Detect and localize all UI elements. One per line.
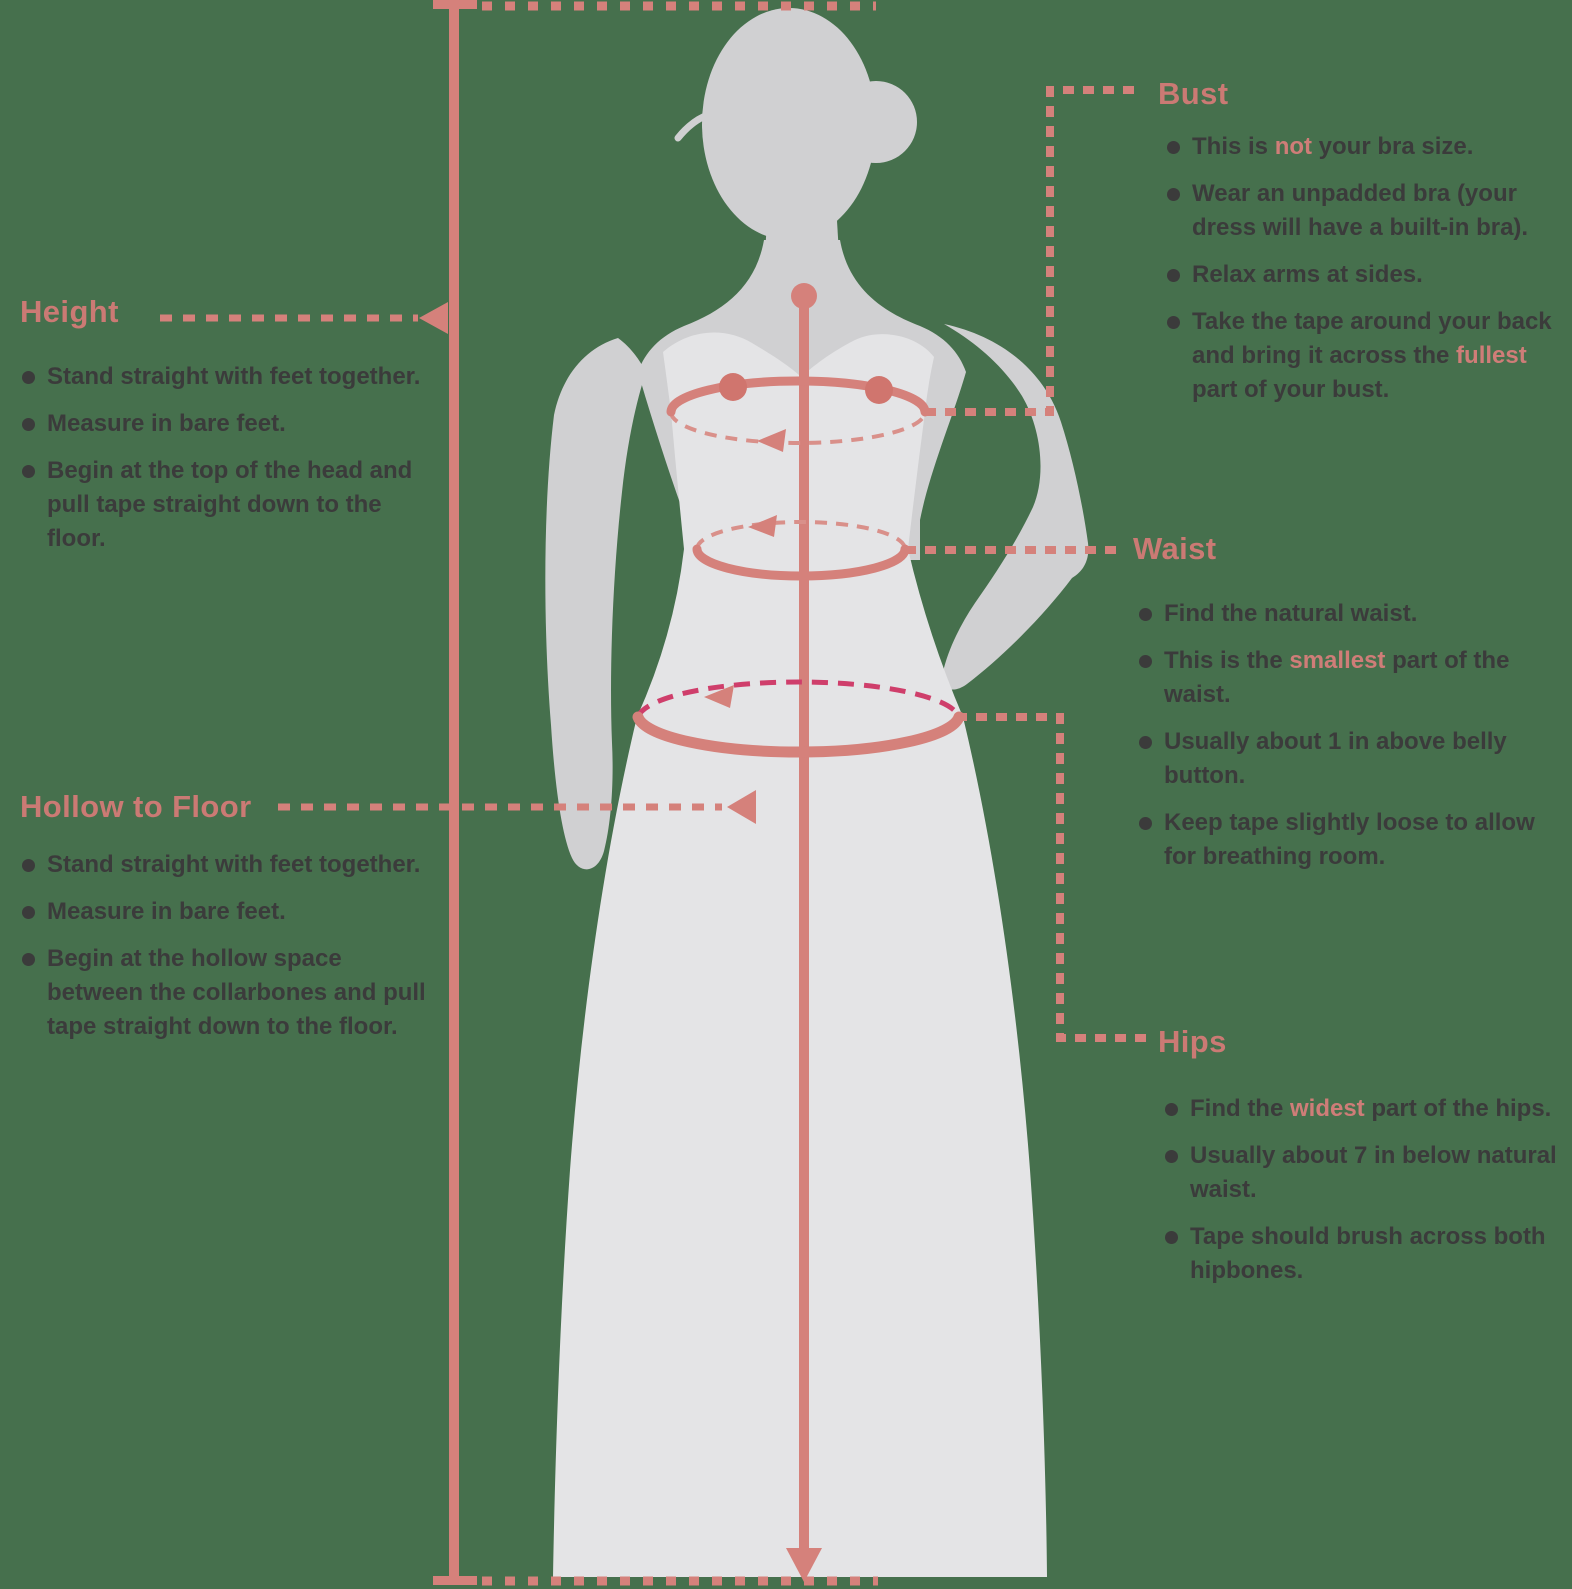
bust-band-dot-left	[719, 373, 747, 401]
bullet-dot	[1167, 316, 1180, 329]
figure-hair-bun	[835, 81, 917, 163]
instruction-text: Relax arms at sides.	[1192, 261, 1423, 288]
instruction-item: Measure in bare feet.	[22, 407, 452, 441]
waist-section-title: Waist	[1133, 531, 1217, 566]
bullet-dot	[22, 859, 35, 872]
instruction-text: Measure in bare feet.	[47, 898, 286, 925]
instruction-text: This is not your bra size.	[1192, 133, 1474, 160]
waist-instructions: Find the natural waist. This is the small…	[1139, 597, 1559, 887]
hips-leader-line	[956, 713, 1148, 1042]
instruction-text: Begin at the top of the head and pull ta…	[47, 457, 413, 552]
bullet-dot	[1165, 1231, 1178, 1244]
bullet-dot	[1167, 188, 1180, 201]
instruction-item: Wear an unpadded bra (your dress will ha…	[1167, 177, 1567, 245]
height-leader-arrowhead	[419, 302, 448, 334]
height-section-title: Height	[20, 294, 119, 329]
instruction-item: Keep tape slightly loose to allow for br…	[1139, 806, 1559, 874]
instruction-item: Begin at the hollow space between the co…	[22, 942, 462, 1044]
bullet-dot	[22, 418, 35, 431]
bust-band-arrowhead	[757, 429, 786, 452]
waist-band-arrowhead	[748, 515, 777, 537]
bust-instructions: This is not your bra size. Wear an unpadd…	[1167, 130, 1567, 420]
waist-band	[692, 515, 910, 581]
instruction-item: Tape should brush across both hipbones.	[1165, 1220, 1565, 1288]
bust-band	[666, 373, 930, 452]
instruction-text: Stand straight with feet together.	[47, 851, 421, 878]
instruction-text: Tape should brush across both hipbones.	[1190, 1223, 1546, 1284]
center-line-arrowhead	[786, 1548, 822, 1582]
instruction-item: Usually about 1 in above belly button.	[1139, 725, 1559, 793]
instruction-item: Find the natural waist.	[1139, 597, 1559, 631]
center-measure-line	[786, 283, 822, 1582]
hips-band-solid-arc	[632, 711, 965, 758]
instruction-text: Take the tape around your back and bring…	[1192, 308, 1552, 403]
instruction-text: Find the natural waist.	[1164, 600, 1418, 627]
center-vertical-line	[799, 300, 809, 1552]
figure-right-arm	[942, 324, 1089, 690]
instruction-text: Measure in bare feet.	[47, 410, 286, 437]
instruction-item: This is not your bra size.	[1167, 130, 1567, 164]
hips-band-arrowhead	[704, 685, 734, 708]
hips-instructions: Find the widest part of the hips. Usually…	[1165, 1092, 1565, 1301]
hollow-to-floor-section-title: Hollow to Floor	[20, 789, 252, 824]
bullet-dot	[1139, 655, 1152, 668]
bullet-dot	[1167, 269, 1180, 282]
instruction-text: Keep tape slightly loose to allow for br…	[1164, 809, 1535, 870]
instruction-item: Take the tape around your back and bring…	[1167, 305, 1567, 407]
bullet-dot	[1139, 817, 1152, 830]
waist-band-dashed-arc	[695, 520, 907, 550]
instruction-item: Usually about 7 in below natural waist.	[1165, 1139, 1565, 1207]
hips-band	[632, 679, 965, 758]
instruction-text: Wear an unpadded bra (your dress will ha…	[1192, 180, 1529, 241]
bullet-dot	[1139, 608, 1152, 621]
instruction-text: Usually about 1 in above belly button.	[1164, 728, 1507, 789]
instruction-item: Stand straight with feet together.	[22, 360, 452, 394]
instruction-text: Begin at the hollow space between the co…	[47, 945, 426, 1040]
bullet-dot	[22, 371, 35, 384]
figure-left-arm	[545, 338, 646, 870]
tape-vertical-line	[449, 4, 459, 1582]
instruction-item: This is the smallest part of the waist.	[1139, 644, 1559, 712]
bust-section-title: Bust	[1158, 76, 1229, 111]
bullet-dot	[1167, 141, 1180, 154]
instruction-item: Measure in bare feet.	[22, 895, 462, 929]
hips-section-title: Hips	[1158, 1024, 1227, 1059]
bust-leader-line	[925, 86, 1140, 416]
center-line-dot	[791, 283, 817, 309]
hollow-to-floor-instructions: Stand straight with feet together. Measur…	[22, 848, 462, 1057]
leader-lines	[160, 86, 1148, 1042]
bust-band-solid-arc	[666, 376, 930, 417]
instruction-item: Relax arms at sides.	[1167, 258, 1567, 292]
bust-band-dashed-arc	[669, 411, 927, 445]
bullet-dot	[1165, 1150, 1178, 1163]
instruction-text: Find the widest part of the hips.	[1190, 1095, 1552, 1122]
bullet-dot	[22, 906, 35, 919]
waist-band-solid-arc	[692, 544, 910, 581]
figure-silhouette	[545, 8, 1089, 1577]
instruction-text: Usually about 7 in below natural waist.	[1190, 1142, 1557, 1203]
instruction-text: Stand straight with feet together.	[47, 363, 421, 390]
height-instructions: Stand straight with feet together. Measur…	[22, 360, 452, 569]
instruction-item: Find the widest part of the hips.	[1165, 1092, 1565, 1126]
bullet-dot	[1139, 736, 1152, 749]
bullet-dot	[1165, 1103, 1178, 1116]
instruction-item: Begin at the top of the head and pull ta…	[22, 454, 452, 556]
hollow-leader-arrowhead	[727, 790, 756, 824]
tape-bottom-cap	[433, 1576, 477, 1585]
tape-measure-line	[433, 0, 878, 1586]
bullet-dot	[22, 953, 35, 966]
instruction-text: This is the smallest part of the waist.	[1164, 647, 1510, 708]
bullet-dot	[22, 465, 35, 478]
instruction-item: Stand straight with feet together.	[22, 848, 462, 882]
bust-band-dot-right	[865, 376, 893, 404]
hips-band-dashed-arc	[635, 679, 962, 718]
